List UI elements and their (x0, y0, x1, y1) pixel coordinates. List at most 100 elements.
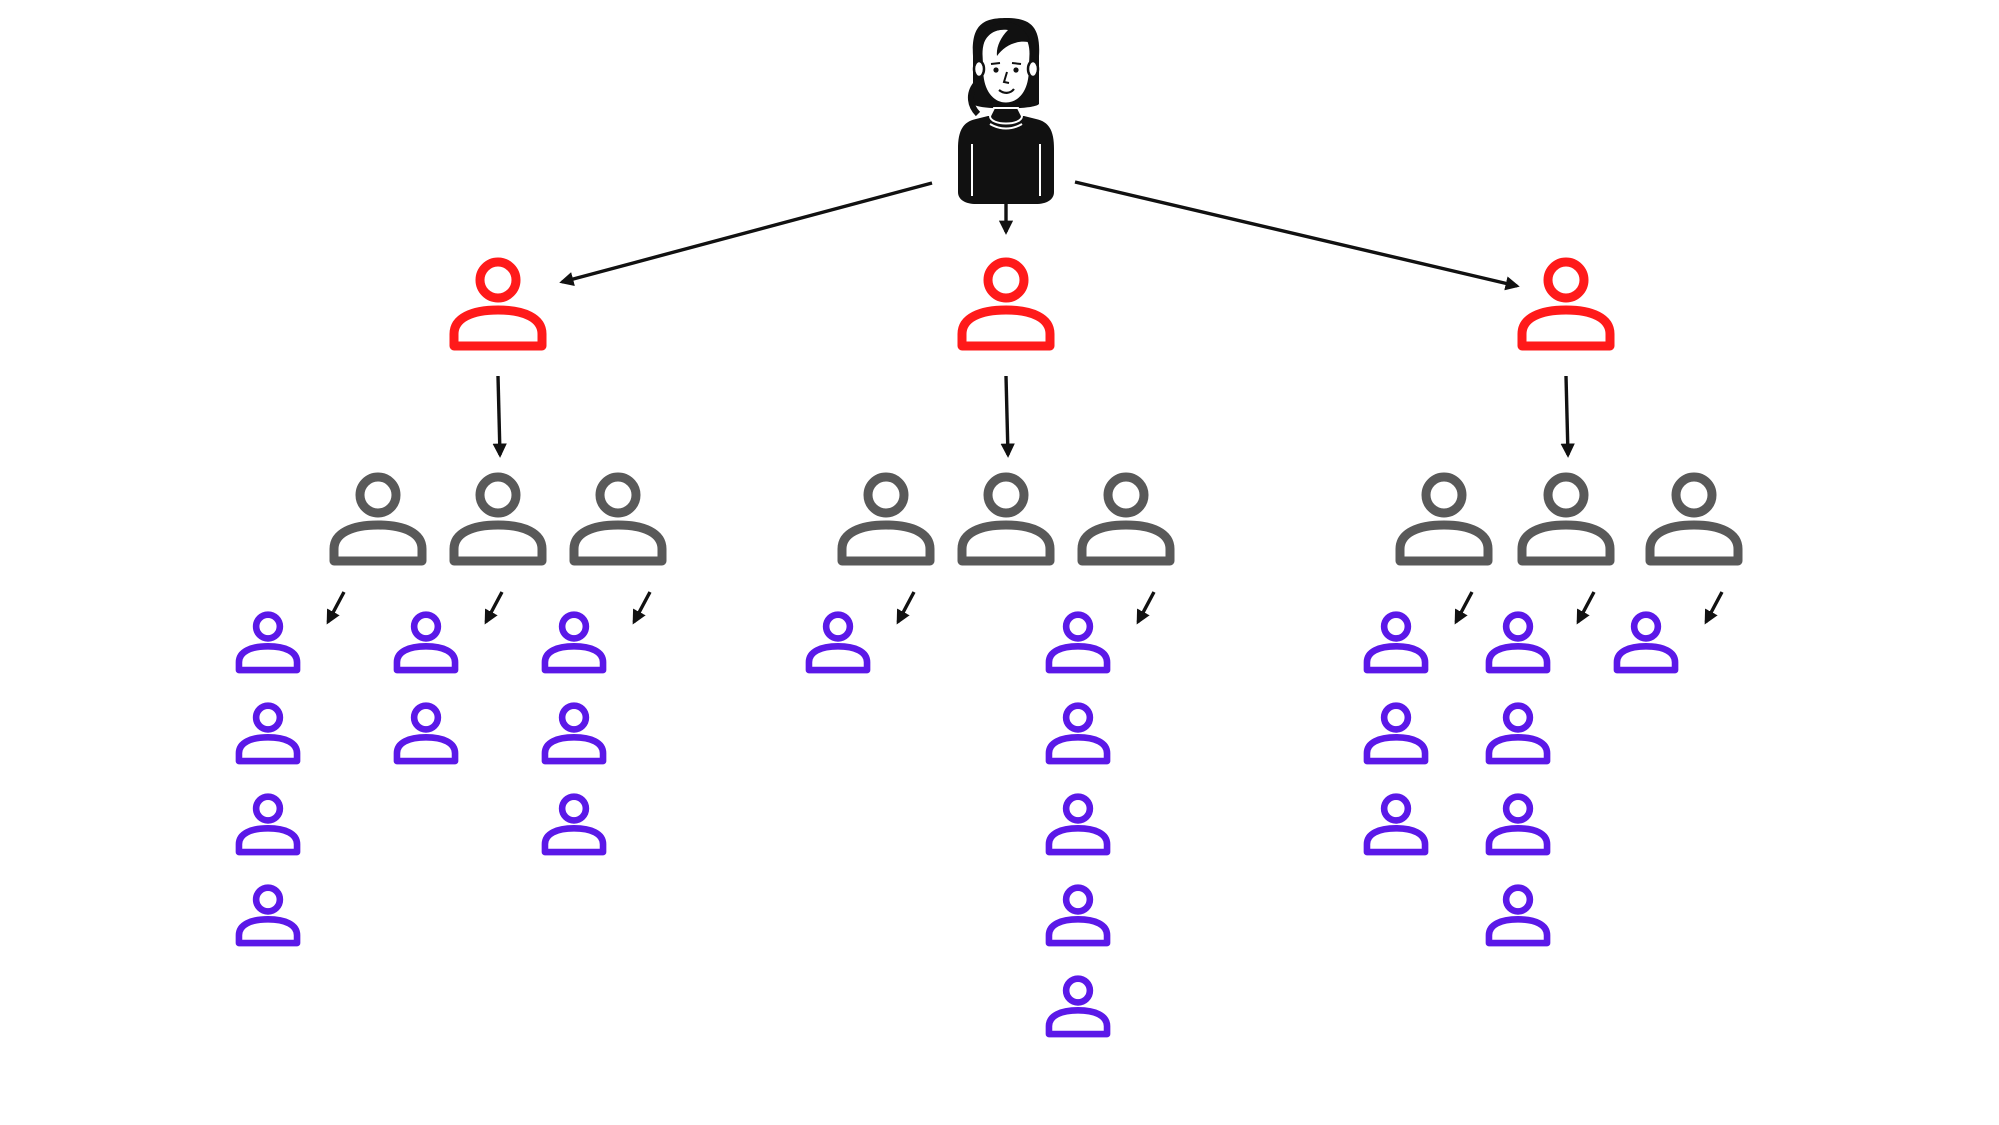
user-body-shape (1517, 520, 1615, 566)
level1-user-node-3 (1517, 257, 1615, 351)
user-body-shape (1045, 825, 1111, 856)
root-person-node (958, 18, 1054, 204)
user-head-shape (475, 472, 521, 518)
level1-user-node-2 (957, 257, 1055, 351)
level3-user-node-3-3-1 (1613, 611, 1679, 674)
level1-user-node-1 (449, 257, 547, 351)
level2-user-node-3-3 (1645, 472, 1743, 566)
user-head-shape (1380, 611, 1412, 642)
level3-user-node-3-1-2 (1363, 702, 1429, 765)
user-head-shape (410, 702, 442, 733)
level2-user-node-2-3 (1077, 472, 1175, 566)
user-head-shape (1062, 884, 1094, 915)
user-body-shape (1363, 825, 1429, 856)
arrow-root-to-level1-1 (559, 181, 933, 286)
level3-user-node-2-1-1 (805, 611, 871, 674)
level2-user-node-3-2 (1517, 472, 1615, 566)
user-body-shape (541, 643, 607, 674)
arrow-level2-to-leaves-1-3 (632, 591, 652, 625)
level3-user-node-1-3-3 (541, 793, 607, 856)
user-body-shape (449, 520, 547, 566)
user-body-shape (1485, 643, 1551, 674)
user-head-shape (1062, 975, 1094, 1006)
arrow-level2-to-leaves-3-1 (1454, 591, 1474, 625)
level2-user-node-1-1 (329, 472, 427, 566)
user-head-shape (558, 611, 590, 642)
user-body-shape (1395, 520, 1493, 566)
user-body-shape (1485, 825, 1551, 856)
arrow-level1-to-level2-1 (492, 375, 507, 458)
user-head-shape (595, 472, 641, 518)
user-head-shape (1380, 793, 1412, 824)
user-body-shape (805, 643, 871, 674)
user-head-shape (863, 472, 909, 518)
level2-user-node-2-2 (957, 472, 1055, 566)
user-body-shape (1045, 916, 1111, 947)
user-head-shape (1671, 472, 1717, 518)
user-body-shape (1645, 520, 1743, 566)
user-head-shape (1502, 793, 1534, 824)
arrow-level2-to-leaves-1-1 (326, 591, 346, 625)
level3-user-node-3-2-3 (1485, 793, 1551, 856)
user-head-shape (1062, 793, 1094, 824)
user-body-shape (393, 734, 459, 765)
level3-user-node-3-2-2 (1485, 702, 1551, 765)
level3-user-node-1-1-2 (235, 702, 301, 765)
user-body-shape (235, 643, 301, 674)
user-body-shape (1045, 643, 1111, 674)
user-head-shape (1502, 884, 1534, 915)
user-head-shape (1543, 257, 1589, 303)
user-head-shape (1062, 611, 1094, 642)
user-body-shape (235, 825, 301, 856)
user-head-shape (1380, 702, 1412, 733)
level3-user-node-2-3-1 (1045, 611, 1111, 674)
level3-user-node-3-2-1 (1485, 611, 1551, 674)
user-body-shape (957, 520, 1055, 566)
user-body-shape (393, 643, 459, 674)
level3-user-node-1-3-2 (541, 702, 607, 765)
user-head-shape (475, 257, 521, 303)
level3-user-node-2-3-5 (1045, 975, 1111, 1038)
user-head-shape (1543, 472, 1589, 518)
user-body-shape (541, 734, 607, 765)
level2-user-node-1-2 (449, 472, 547, 566)
level3-user-node-1-2-1 (393, 611, 459, 674)
arrow-root-to-level1-3 (1074, 180, 1520, 291)
user-head-shape (1062, 702, 1094, 733)
level3-user-node-3-1-3 (1363, 793, 1429, 856)
user-body-shape (1045, 734, 1111, 765)
user-head-shape (983, 257, 1029, 303)
arrow-level1-to-level2-3 (1560, 375, 1575, 458)
user-head-shape (1502, 702, 1534, 733)
user-head-shape (252, 793, 284, 824)
user-body-shape (329, 520, 427, 566)
user-head-shape (558, 793, 590, 824)
user-body-shape (1045, 1007, 1111, 1038)
user-body-shape (1363, 734, 1429, 765)
level3-user-node-1-1-3 (235, 793, 301, 856)
tree-nodes (235, 257, 1743, 1038)
user-head-shape (983, 472, 1029, 518)
user-body-shape (957, 305, 1055, 351)
level3-user-node-1-1-1 (235, 611, 301, 674)
user-head-shape (252, 702, 284, 733)
arrow-level1-to-level2-2 (1000, 375, 1015, 458)
arrow-level2-to-leaves-2-1 (896, 591, 916, 625)
user-head-shape (252, 884, 284, 915)
level3-user-node-1-3-1 (541, 611, 607, 674)
user-head-shape (355, 472, 401, 518)
user-head-shape (558, 702, 590, 733)
level2-user-node-2-1 (837, 472, 935, 566)
user-head-shape (1502, 611, 1534, 642)
user-body-shape (1517, 305, 1615, 351)
arrow-level2-to-leaves-3-2 (1576, 591, 1596, 625)
level3-user-node-1-2-2 (393, 702, 459, 765)
connector-arrows (326, 180, 1724, 625)
user-body-shape (541, 825, 607, 856)
level3-user-node-2-3-2 (1045, 702, 1111, 765)
user-body-shape (837, 520, 935, 566)
user-head-shape (410, 611, 442, 642)
user-head-shape (1630, 611, 1662, 642)
level2-user-node-3-1 (1395, 472, 1493, 566)
user-body-shape (235, 734, 301, 765)
